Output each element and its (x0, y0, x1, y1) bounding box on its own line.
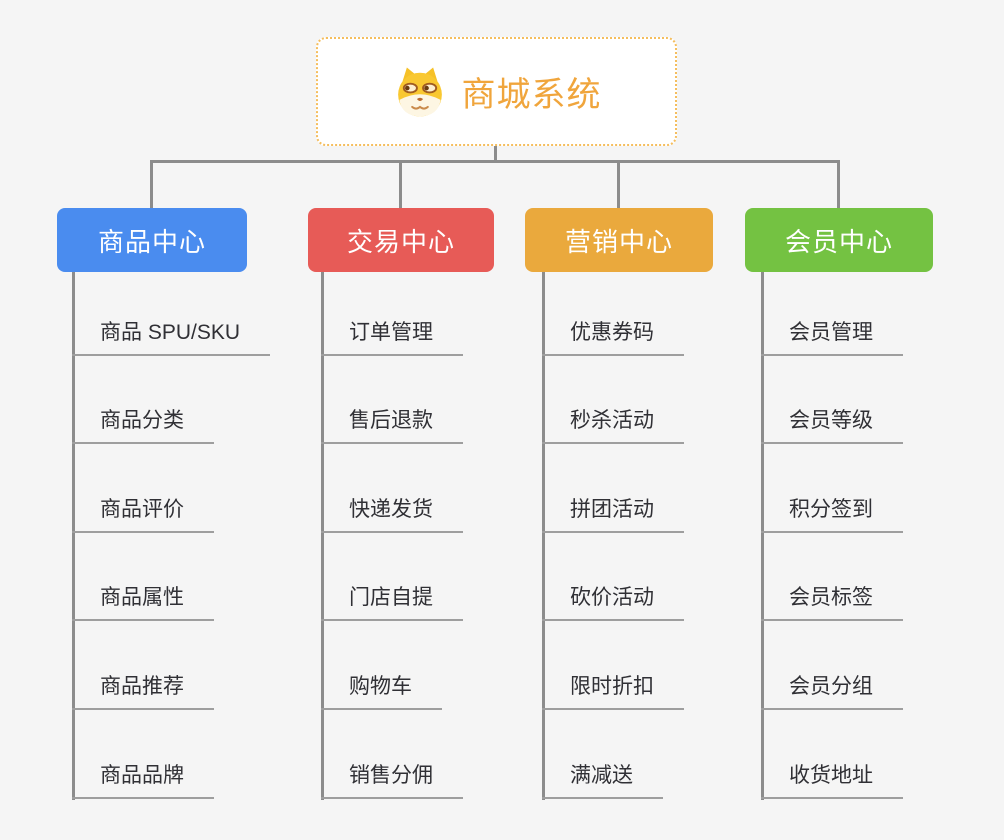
subtopic-points-checkin[interactable]: 积分签到 (761, 496, 903, 533)
subtopic-aftersale-refund[interactable]: 售后退款 (321, 407, 463, 444)
connector-spine-branch-1 (72, 272, 75, 800)
root-topic-label: 商城系统 (461, 76, 602, 114)
connector-spine-branch-4 (761, 272, 764, 800)
subtopic-limited-time-discount[interactable]: 限时折扣 (542, 673, 684, 710)
subtopic-spend-and-save[interactable]: 满减送 (542, 762, 663, 799)
subtopic-coupon-code[interactable]: 优惠券码 (542, 319, 684, 356)
subtopic-product-review[interactable]: 商品评价 (72, 496, 214, 533)
connector-drop-branch-3 (617, 160, 620, 208)
root-topic[interactable]: 商城系统 (316, 37, 677, 146)
subtopic-member-management[interactable]: 会员管理 (761, 319, 903, 356)
subtopic-store-pickup[interactable]: 门店自提 (321, 584, 463, 621)
connector-root-drop (494, 146, 497, 162)
branch-topic-product-center[interactable]: 商品中心 (57, 208, 247, 272)
connector-spine-branch-3 (542, 272, 545, 800)
branch-topic-trade-center[interactable]: 交易中心 (308, 208, 494, 272)
subtopic-shipping-address[interactable]: 收货地址 (761, 762, 903, 799)
subtopic-sales-commission[interactable]: 销售分佣 (321, 762, 463, 799)
subtopic-order-management[interactable]: 订单管理 (321, 319, 463, 356)
subtopic-member-level[interactable]: 会员等级 (761, 407, 903, 444)
subtopic-member-group[interactable]: 会员分组 (761, 673, 903, 710)
subtopic-product-attribute[interactable]: 商品属性 (72, 584, 214, 621)
subtopic-product-spu-sku[interactable]: 商品 SPU/SKU (72, 319, 271, 356)
branch-topic-member-center[interactable]: 会员中心 (745, 208, 933, 272)
connector-drop-branch-2 (399, 160, 402, 208)
subtopic-shopping-cart[interactable]: 购物车 (321, 673, 442, 710)
subtopic-group-buy[interactable]: 拼团活动 (542, 496, 684, 533)
connector-drop-branch-4 (837, 160, 840, 208)
branch-topic-marketing-center[interactable]: 营销中心 (525, 208, 713, 272)
connector-spine-branch-2 (321, 272, 324, 800)
subtopic-flash-sale[interactable]: 秒杀活动 (542, 407, 684, 444)
subtopic-product-recommend[interactable]: 商品推荐 (72, 673, 214, 710)
subtopic-bargain-activity[interactable]: 砍价活动 (542, 584, 684, 621)
subtopic-product-category[interactable]: 商品分类 (72, 407, 214, 444)
connector-bus (151, 160, 839, 163)
subtopic-product-brand[interactable]: 商品品牌 (72, 762, 214, 799)
connector-drop-branch-1 (150, 160, 153, 208)
subtopic-member-tag[interactable]: 会员标签 (761, 584, 903, 621)
subtopic-express-delivery[interactable]: 快递发货 (321, 496, 463, 533)
dog-face-icon (397, 67, 442, 116)
